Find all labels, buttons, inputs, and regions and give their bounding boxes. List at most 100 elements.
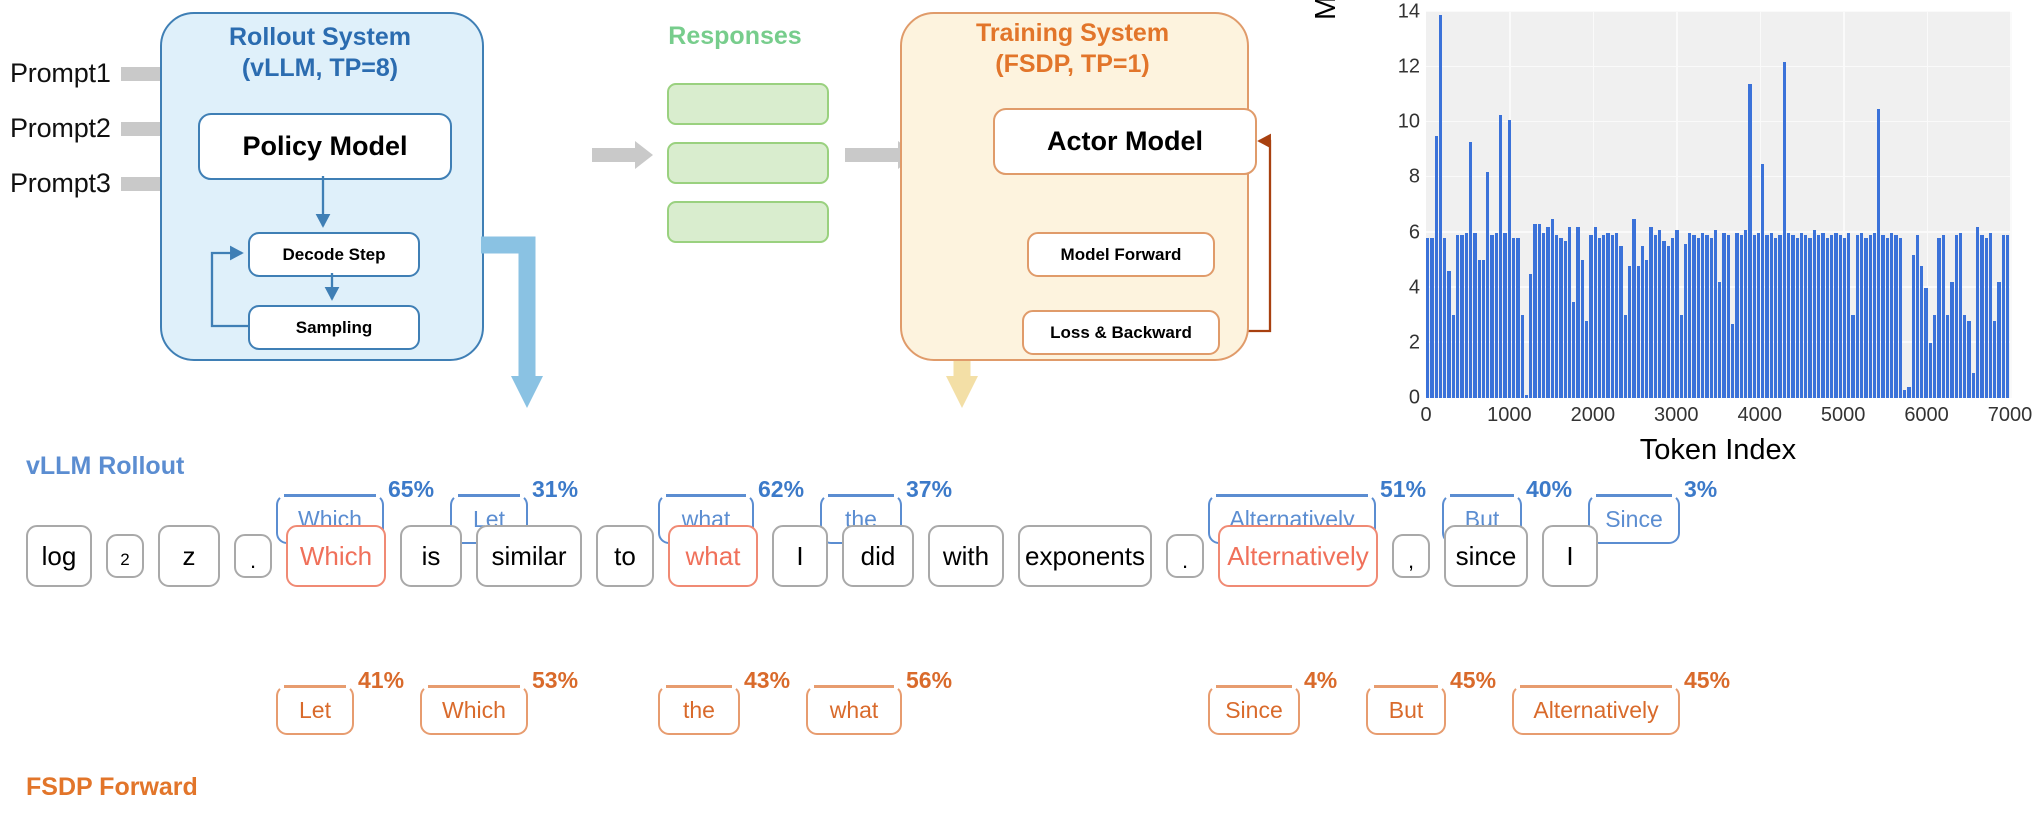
- architecture-diagram: Prompt1 Prompt2 Prompt3 Rollout System (…: [0, 0, 1340, 420]
- chart-y-tick: 14: [1397, 0, 1420, 23]
- chart-bar: [1499, 115, 1503, 398]
- chart-bar: [1602, 235, 1606, 398]
- chart-bar: [1739, 235, 1743, 398]
- candidate-lid: [666, 494, 746, 497]
- chart-bar: [1980, 235, 1984, 398]
- chart-x-tick: 7000: [1987, 404, 2032, 426]
- chart-bar: [1868, 235, 1872, 398]
- chart-bar: [1645, 260, 1649, 398]
- token-box: since: [1444, 525, 1528, 587]
- chart-bar: [1692, 235, 1696, 398]
- token-box: to: [596, 525, 654, 587]
- candidate-percent: 37%: [906, 476, 953, 502]
- model-forward-box: Model Forward: [1027, 232, 1215, 277]
- chart-bar: [1705, 235, 1709, 398]
- decode-step-box: Decode Step: [248, 232, 420, 277]
- chart-gridline: [1676, 12, 1678, 398]
- candidate-lid: [666, 685, 732, 688]
- chart-bar: [1997, 282, 2001, 398]
- candidate-word: what: [829, 696, 879, 723]
- chart-bar: [1447, 271, 1451, 398]
- chart-bar: [2001, 235, 2006, 398]
- vllm-rollout-label: vLLM Rollout: [26, 452, 185, 480]
- chart-bar: [1554, 235, 1559, 398]
- token-box: Alternatively: [1218, 525, 1378, 587]
- chart-bar: [1477, 260, 1481, 398]
- candidate-word: But: [1388, 696, 1424, 723]
- response-box: [667, 201, 829, 243]
- candidate-percent: 4%: [1304, 667, 1338, 693]
- chart-bar: [1855, 235, 1859, 398]
- training-title-line2: (FSDP, TP=1): [995, 49, 1150, 78]
- chart-y-tick: 8: [1408, 165, 1420, 188]
- training-title-line1: Training System: [975, 19, 1170, 47]
- chart-bar: [1915, 235, 1920, 398]
- candidate-outline: [276, 685, 354, 735]
- chart-bar: [1924, 287, 1928, 398]
- chart-bar: [1782, 61, 1786, 398]
- token-box: I: [1542, 525, 1598, 587]
- chart-gridline: [1426, 175, 2010, 178]
- actor-model-box: Actor Model: [993, 108, 1257, 175]
- chart-bar: [1529, 273, 1533, 398]
- candidate-lid: [1216, 685, 1292, 688]
- chart-y-tick: 2: [1408, 331, 1420, 354]
- chart-gridline: [2010, 12, 2012, 398]
- chart-bar: [1559, 238, 1563, 398]
- chart-bar: [1430, 238, 1434, 398]
- chart-bar: [1967, 320, 1971, 398]
- chart-bar: [1963, 315, 1967, 398]
- chart-gridline: [1592, 12, 1595, 398]
- chart-bar: [1533, 224, 1537, 398]
- chart-bar: [1812, 229, 1817, 398]
- chart-bar: [1567, 227, 1572, 398]
- candidate-outline: [1366, 685, 1446, 735]
- chart-bar: [1877, 108, 1881, 398]
- chart-bar: [1666, 246, 1670, 398]
- chart-bar: [1443, 238, 1447, 398]
- chart-y-tick: 12: [1397, 55, 1420, 78]
- chart-x-tick: 4000: [1737, 404, 1782, 426]
- chart-gridline: [1426, 120, 2010, 123]
- chart-bar: [1722, 232, 1726, 398]
- candidate-lid: [284, 494, 376, 497]
- candidate-percent: 51%: [1380, 476, 1427, 502]
- fsdp-forward-label: FSDP Forward: [26, 773, 198, 801]
- chart-bar: [1976, 227, 1980, 398]
- chart-bar: [1765, 235, 1769, 398]
- chart-bar: [1748, 83, 1752, 398]
- chart-bar: [1808, 238, 1812, 398]
- chart-bar: [1649, 227, 1653, 398]
- candidate-outline: [1588, 494, 1680, 544]
- chart-y-tick: 10: [1397, 110, 1420, 133]
- chart-bar: [1670, 238, 1675, 398]
- rollout-system-title: Rollout System (vLLM, TP=8): [160, 22, 480, 83]
- candidate-percent: 45%: [1450, 667, 1497, 693]
- chart-bar: [1481, 260, 1486, 398]
- chart-x-tick: 0: [1420, 404, 1432, 426]
- candidate-lid: [1374, 685, 1438, 688]
- arrow-right-icon: [592, 141, 653, 169]
- prompt-label: Prompt3: [10, 168, 111, 198]
- chart-y-axis-label: Max Prob Difference (%): [1310, 0, 1350, 20]
- chart-bar: [1460, 235, 1464, 398]
- chart-bar: [1597, 238, 1602, 398]
- responses-title: Responses: [668, 22, 802, 50]
- chart-bar: [1718, 282, 1722, 398]
- chart-y-tick: 0: [1408, 386, 1420, 409]
- chart-bar: [1752, 235, 1756, 398]
- chart-bar: [1688, 232, 1692, 398]
- token-box: is: [400, 525, 462, 587]
- chart-bar: [1735, 232, 1739, 398]
- chart-bar: [1799, 232, 1804, 398]
- chart-bar: [1890, 232, 1894, 398]
- candidate-lid: [458, 494, 520, 497]
- candidate-percent: 45%: [1684, 667, 1731, 693]
- arrow-to-responses: [592, 141, 653, 169]
- candidate-percent: 65%: [388, 476, 435, 502]
- candidate-word: Alternatively: [1533, 696, 1659, 723]
- chart-bar: [1731, 323, 1735, 398]
